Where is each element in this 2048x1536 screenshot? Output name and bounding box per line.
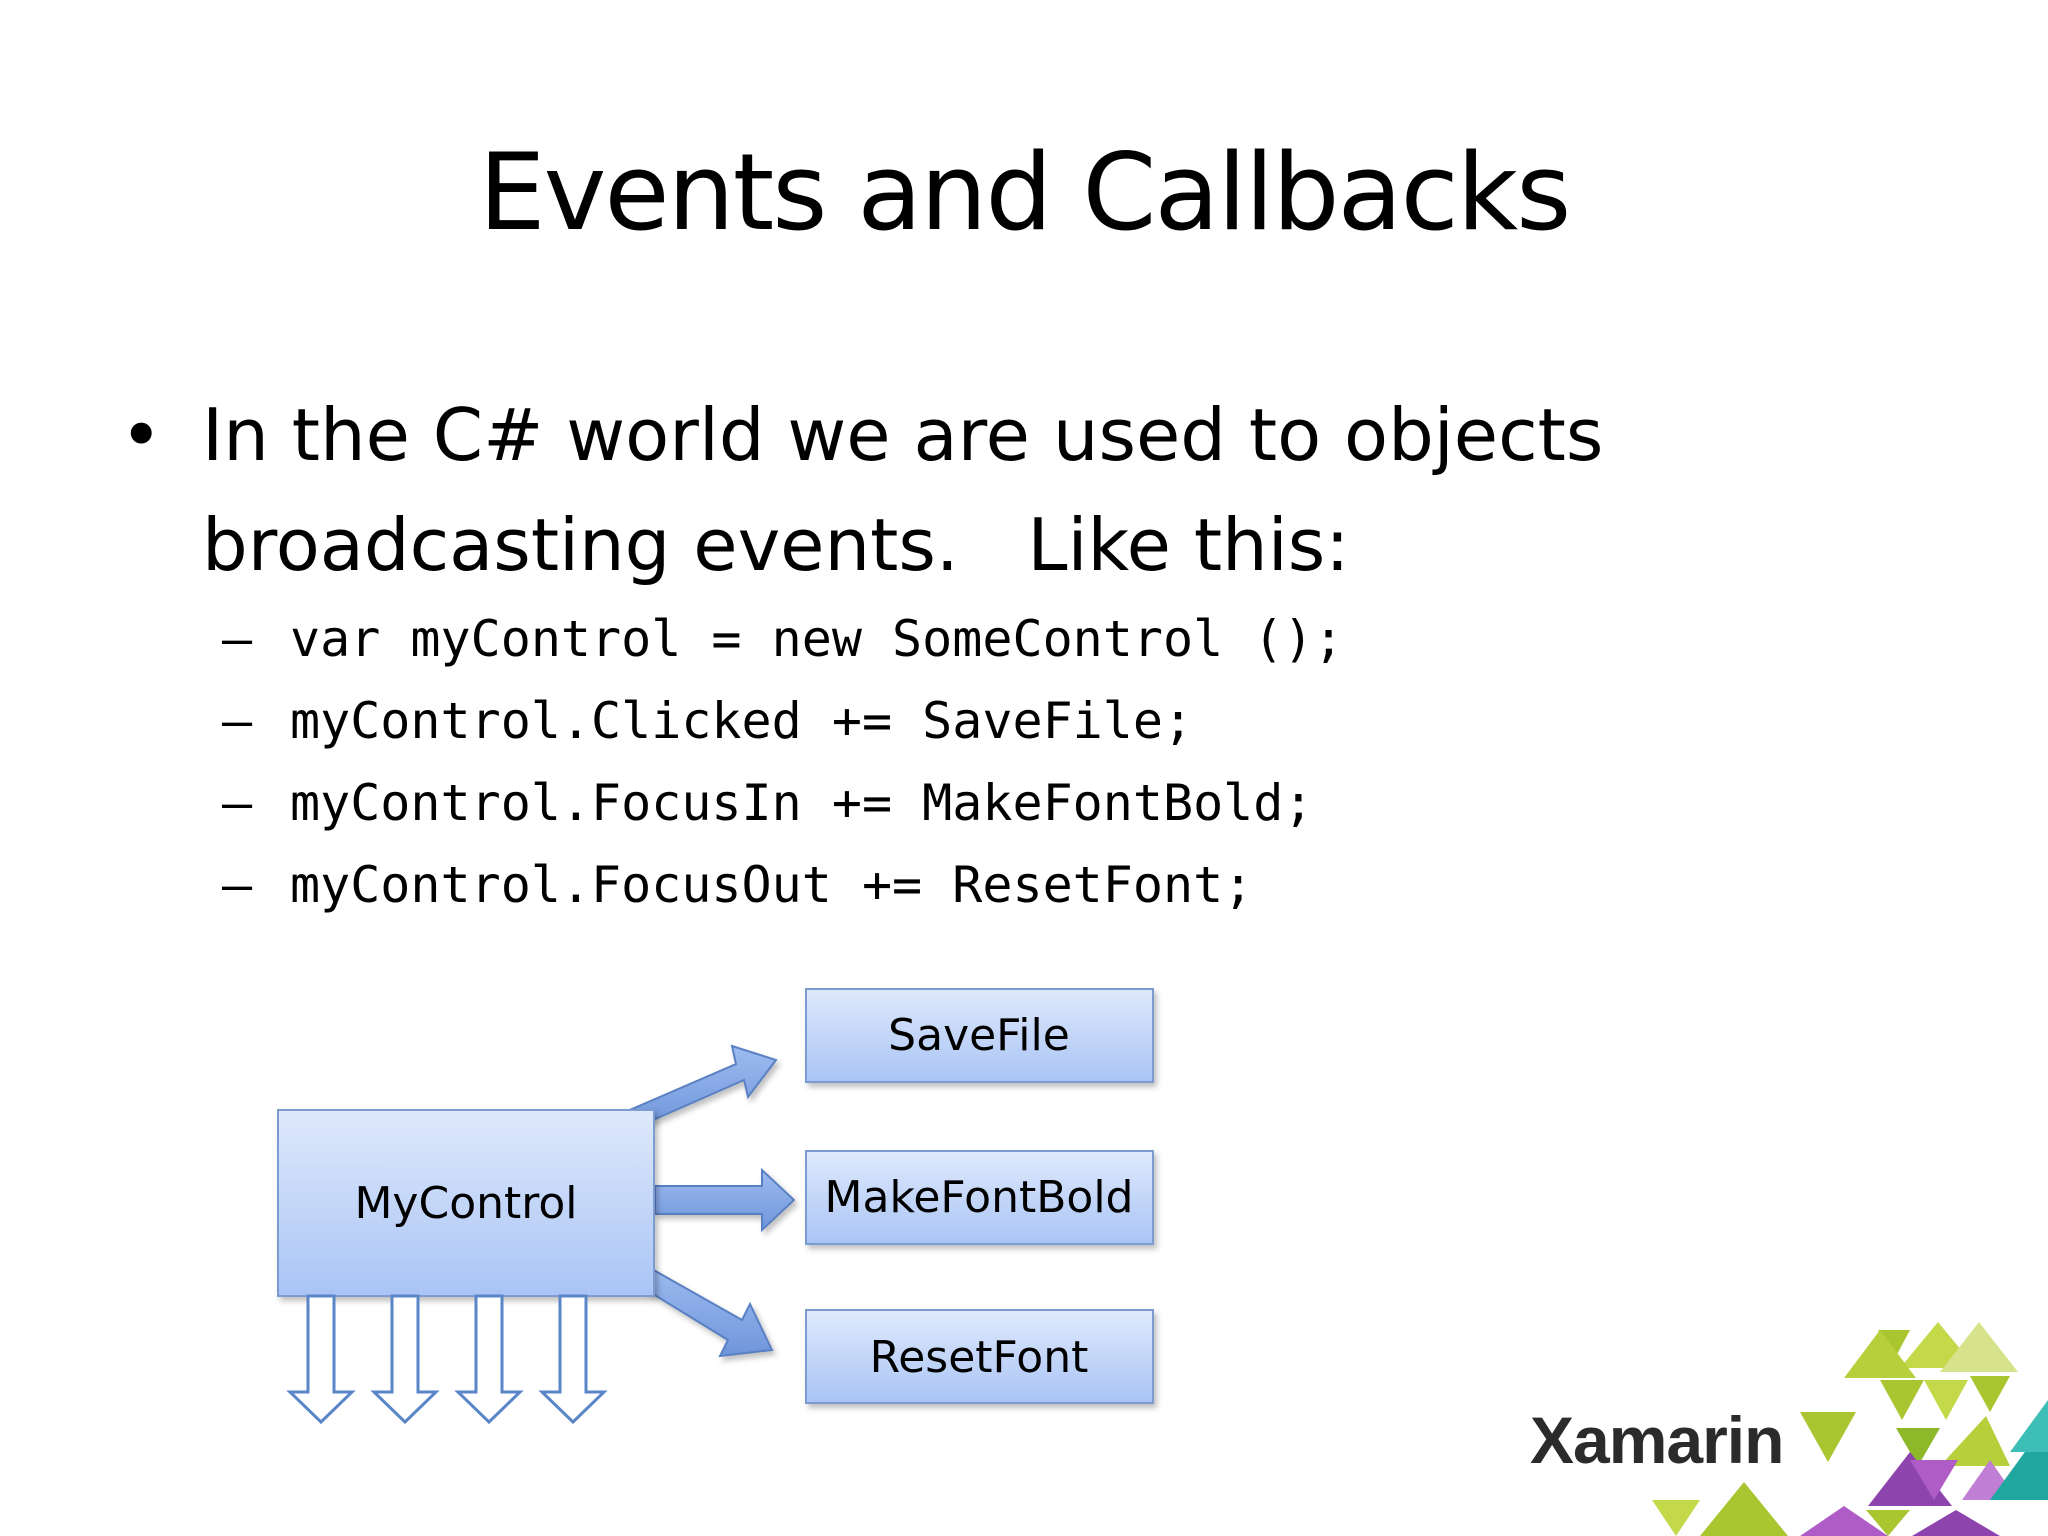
code-line: –var myControl = new SomeControl ();	[222, 598, 1344, 680]
code-list: –var myControl = new SomeControl (); –my…	[222, 598, 1344, 926]
slide-title: Events and Callbacks	[478, 131, 1572, 254]
resetfont-label: ResetFont	[870, 1332, 1089, 1383]
down-arrows	[286, 1294, 608, 1425]
code-text: myControl.FocusIn += MakeFontBold;	[290, 774, 1314, 832]
dash-marker: –	[222, 774, 253, 832]
bullet-symbol: •	[120, 393, 163, 477]
savefile-box: SaveFile	[805, 988, 1154, 1083]
down-arrow-icon	[370, 1294, 440, 1425]
code-line: –myControl.FocusOut += ResetFont;	[222, 844, 1344, 926]
arrow-to-makefontbold	[654, 1167, 796, 1233]
xamarin-logo-text: Xamarin	[1530, 1403, 1784, 1477]
arrow-to-resetfont	[638, 1266, 774, 1358]
down-arrow-icon	[538, 1294, 608, 1425]
code-text: myControl.FocusOut += ResetFont;	[290, 856, 1254, 914]
dash-marker: –	[222, 610, 253, 668]
mycontrol-box: MyControl	[277, 1109, 655, 1297]
bullet-line-2: broadcasting events. Like this:	[202, 503, 1350, 587]
makefontbold-box: MakeFontBold	[805, 1150, 1154, 1245]
mycontrol-label: MyControl	[354, 1178, 577, 1229]
code-text: myControl.Clicked += SaveFile;	[290, 692, 1194, 750]
bullet-line-1: In the C# world we are used to objects	[202, 393, 1604, 477]
savefile-label: SaveFile	[888, 1010, 1070, 1061]
bullet-point: • In the C# world we are used to objects…	[120, 380, 1720, 600]
down-arrow-icon	[454, 1294, 524, 1425]
resetfont-box: ResetFont	[805, 1309, 1154, 1404]
code-line: –myControl.FocusIn += MakeFontBold;	[222, 762, 1344, 844]
code-line: –myControl.Clicked += SaveFile;	[222, 680, 1344, 762]
dash-marker: –	[222, 692, 253, 750]
code-text: var myControl = new SomeControl ();	[290, 610, 1344, 668]
xamarin-logo-triangles	[1652, 1322, 2048, 1536]
dash-marker: –	[222, 856, 253, 914]
down-arrow-icon	[286, 1294, 356, 1425]
makefontbold-label: MakeFontBold	[825, 1172, 1134, 1223]
